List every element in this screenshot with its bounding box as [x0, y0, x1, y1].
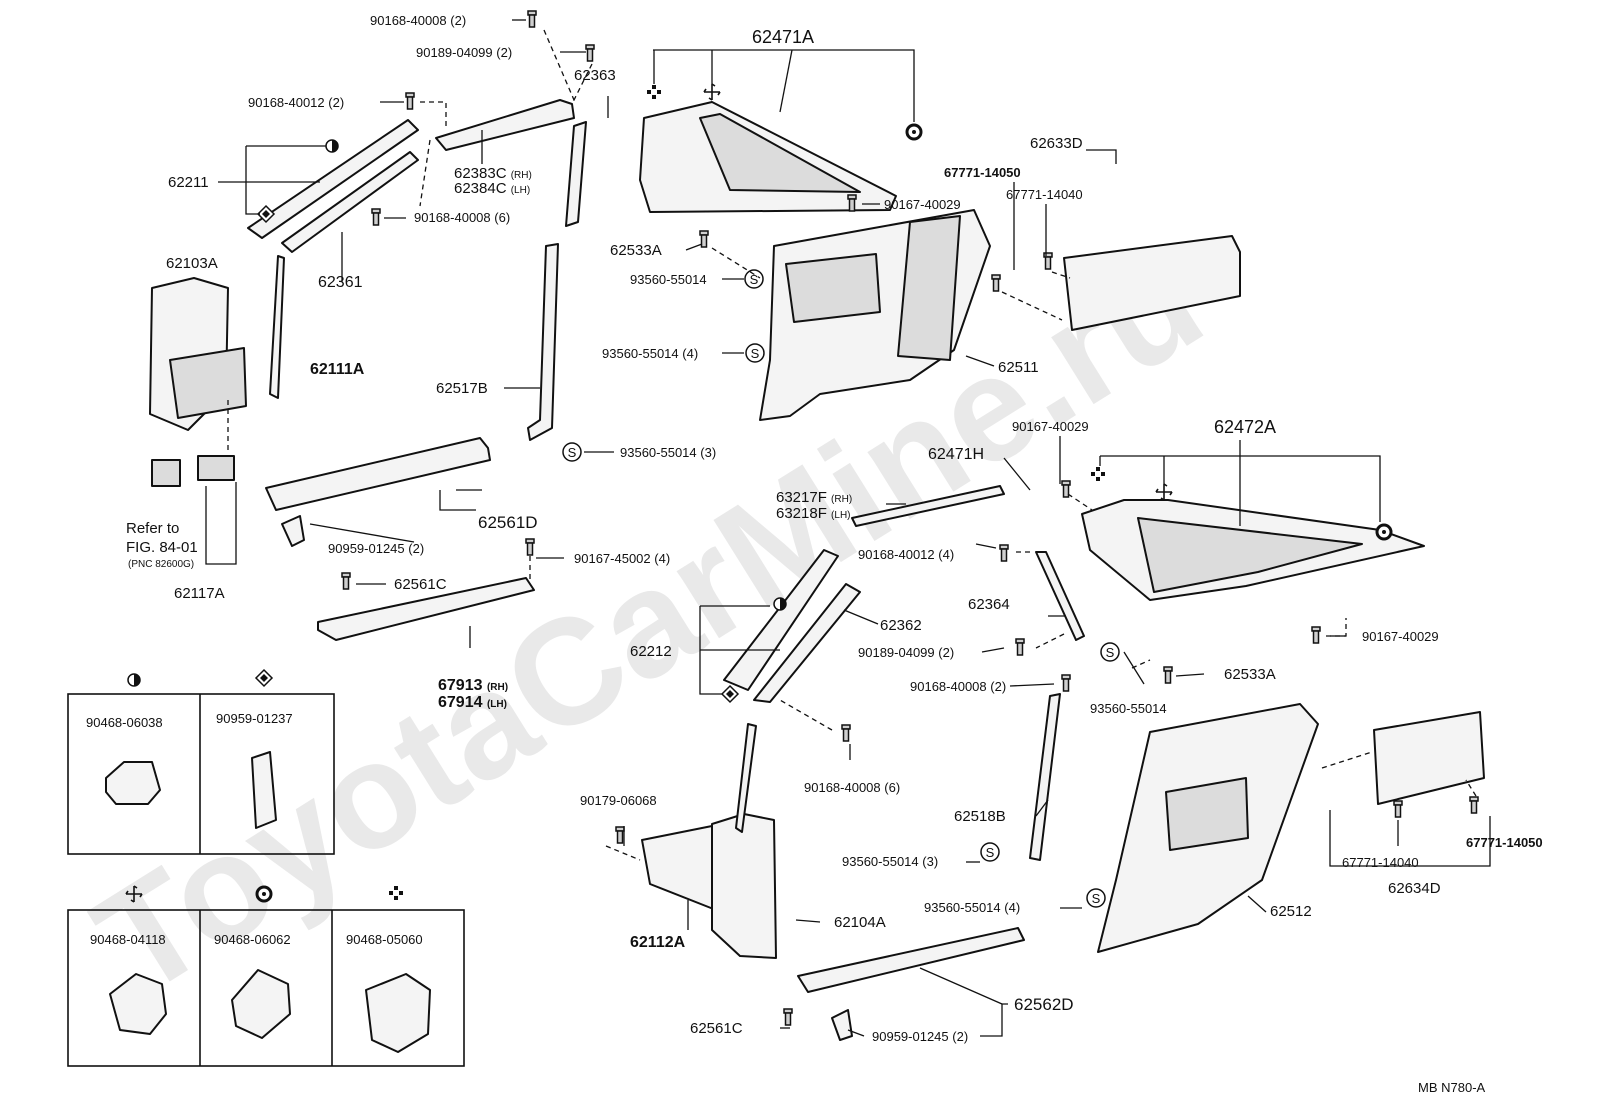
part-labels: 90168-40008 (2) 90189-04099 (2) 62471A 6… — [126, 13, 1543, 1095]
label-90189-04099-a: 90189-04099 (2) — [416, 45, 512, 60]
diagram-code: MB N780-A — [1418, 1080, 1486, 1095]
clip-part-90468-06062: 90468-06062 — [214, 932, 291, 947]
label-62561C-b: 62561C — [690, 1020, 743, 1037]
label-90959-01245-a: 90959-01245 (2) — [328, 541, 424, 556]
clip-part-90468-06038: 90468-06038 — [86, 715, 163, 730]
refer-note-line1: Refer to — [126, 520, 179, 537]
label-62112A: 62112A — [630, 934, 686, 951]
label-62517B: 62517B — [436, 380, 488, 397]
diamond-icon — [255, 669, 273, 687]
label-90167-45002: 90167-45002 (4) — [574, 551, 670, 566]
label-90168-40012-b: 90168-40012 (4) — [858, 547, 954, 562]
label-93560-55014-e: 93560-55014 (3) — [842, 854, 938, 869]
label-90168-40012-a: 90168-40012 (2) — [248, 95, 344, 110]
label-63217F: 63217F (RH) — [776, 489, 852, 506]
label-62472A: 62472A — [1214, 417, 1276, 437]
label-62384C: 62384C (LH) — [454, 180, 530, 197]
label-67771-14050-a: 67771-14050 — [944, 165, 1021, 180]
label-62117A: 62117A — [174, 585, 225, 602]
label-62511: 62511 — [998, 359, 1039, 376]
label-93560-55014-d: 93560-55014 — [1090, 701, 1167, 716]
clip-part-90468-04118: 90468-04118 — [90, 932, 166, 947]
label-90959-01245-b: 90959-01245 (2) — [872, 1029, 968, 1044]
clip-table-top: 90468-06038 90959-01237 — [67, 669, 335, 855]
label-93560-55014-c: 93560-55014 (3) — [620, 445, 716, 460]
ring-icon — [255, 885, 273, 903]
label-62471A: 62471A — [752, 27, 814, 47]
label-62211: 62211 — [168, 174, 209, 191]
clip-part-90468-05060: 90468-05060 — [346, 932, 423, 947]
label-62362: 62362 — [880, 617, 922, 634]
half-circle-icon — [127, 673, 141, 687]
clip-part-90959-01237: 90959-01237 — [216, 711, 293, 726]
four-square-icon — [389, 886, 403, 900]
label-62383C: 62383C (RH) — [454, 165, 532, 182]
label-90168-40008-a: 90168-40008 (2) — [370, 13, 466, 28]
part-shapes — [149, 99, 1485, 1041]
label-90168-40008-c: 90168-40008 (2) — [910, 679, 1006, 694]
refer-note-line2: FIG. 84-01 — [126, 539, 198, 556]
label-93560-55014-a: 93560-55014 — [630, 272, 707, 287]
leader-lines — [205, 19, 1491, 1037]
label-62212: 62212 — [630, 643, 672, 660]
label-62364: 62364 — [968, 596, 1010, 613]
label-62103A: 62103A — [166, 255, 218, 272]
label-67913: 67913 (RH) — [438, 677, 508, 694]
label-90167-40029-b: 90167-40029 — [1012, 419, 1089, 434]
dashed-assembly-lines — [227, 29, 1477, 861]
label-67914: 67914 (LH) — [438, 694, 507, 711]
label-62533A-a: 62533A — [610, 242, 662, 259]
label-62518B: 62518B — [954, 808, 1006, 825]
label-62562D: 62562D — [1014, 995, 1074, 1014]
label-90167-40029-a: 90167-40029 — [884, 197, 961, 212]
label-67771-14040-b: 67771-14040 — [1342, 855, 1419, 870]
label-62104A: 62104A — [834, 914, 886, 931]
label-62471H: 62471H — [928, 446, 984, 463]
label-62363: 62363 — [574, 67, 616, 84]
label-62533A-b: 62533A — [1224, 666, 1276, 683]
label-93560-55014-f: 93560-55014 (4) — [924, 900, 1020, 915]
label-67771-14040-a: 67771-14040 — [1006, 187, 1083, 202]
label-90168-40008-b: 90168-40008 (6) — [414, 210, 510, 225]
label-62634D: 62634D — [1388, 880, 1441, 897]
label-62561C-a: 62561C — [394, 576, 447, 593]
watermark: ToyotaCarMine.ru — [68, 215, 1229, 1027]
label-67771-14050-b: 67771-14050 — [1466, 835, 1543, 850]
label-93560-55014-b: 93560-55014 (4) — [602, 346, 698, 361]
label-62361: 62361 — [318, 274, 363, 291]
label-90189-04099-b: 90189-04099 (2) — [858, 645, 954, 660]
refer-note-line3: (PNC 82600G) — [128, 559, 194, 570]
label-90168-40008-d: 90168-40008 (6) — [804, 780, 900, 795]
label-62633D: 62633D — [1030, 135, 1083, 152]
label-62561D: 62561D — [478, 513, 538, 532]
label-63218F: 63218F (LH) — [776, 505, 851, 522]
label-90179-06068: 90179-06068 — [580, 793, 657, 808]
label-90167-40029-c: 90167-40029 — [1362, 629, 1439, 644]
clip-table-bottom: 90468-04118 90468-06062 90468-05060 — [67, 885, 465, 1067]
label-62111A: 62111A — [310, 361, 365, 378]
label-62512: 62512 — [1270, 903, 1312, 920]
